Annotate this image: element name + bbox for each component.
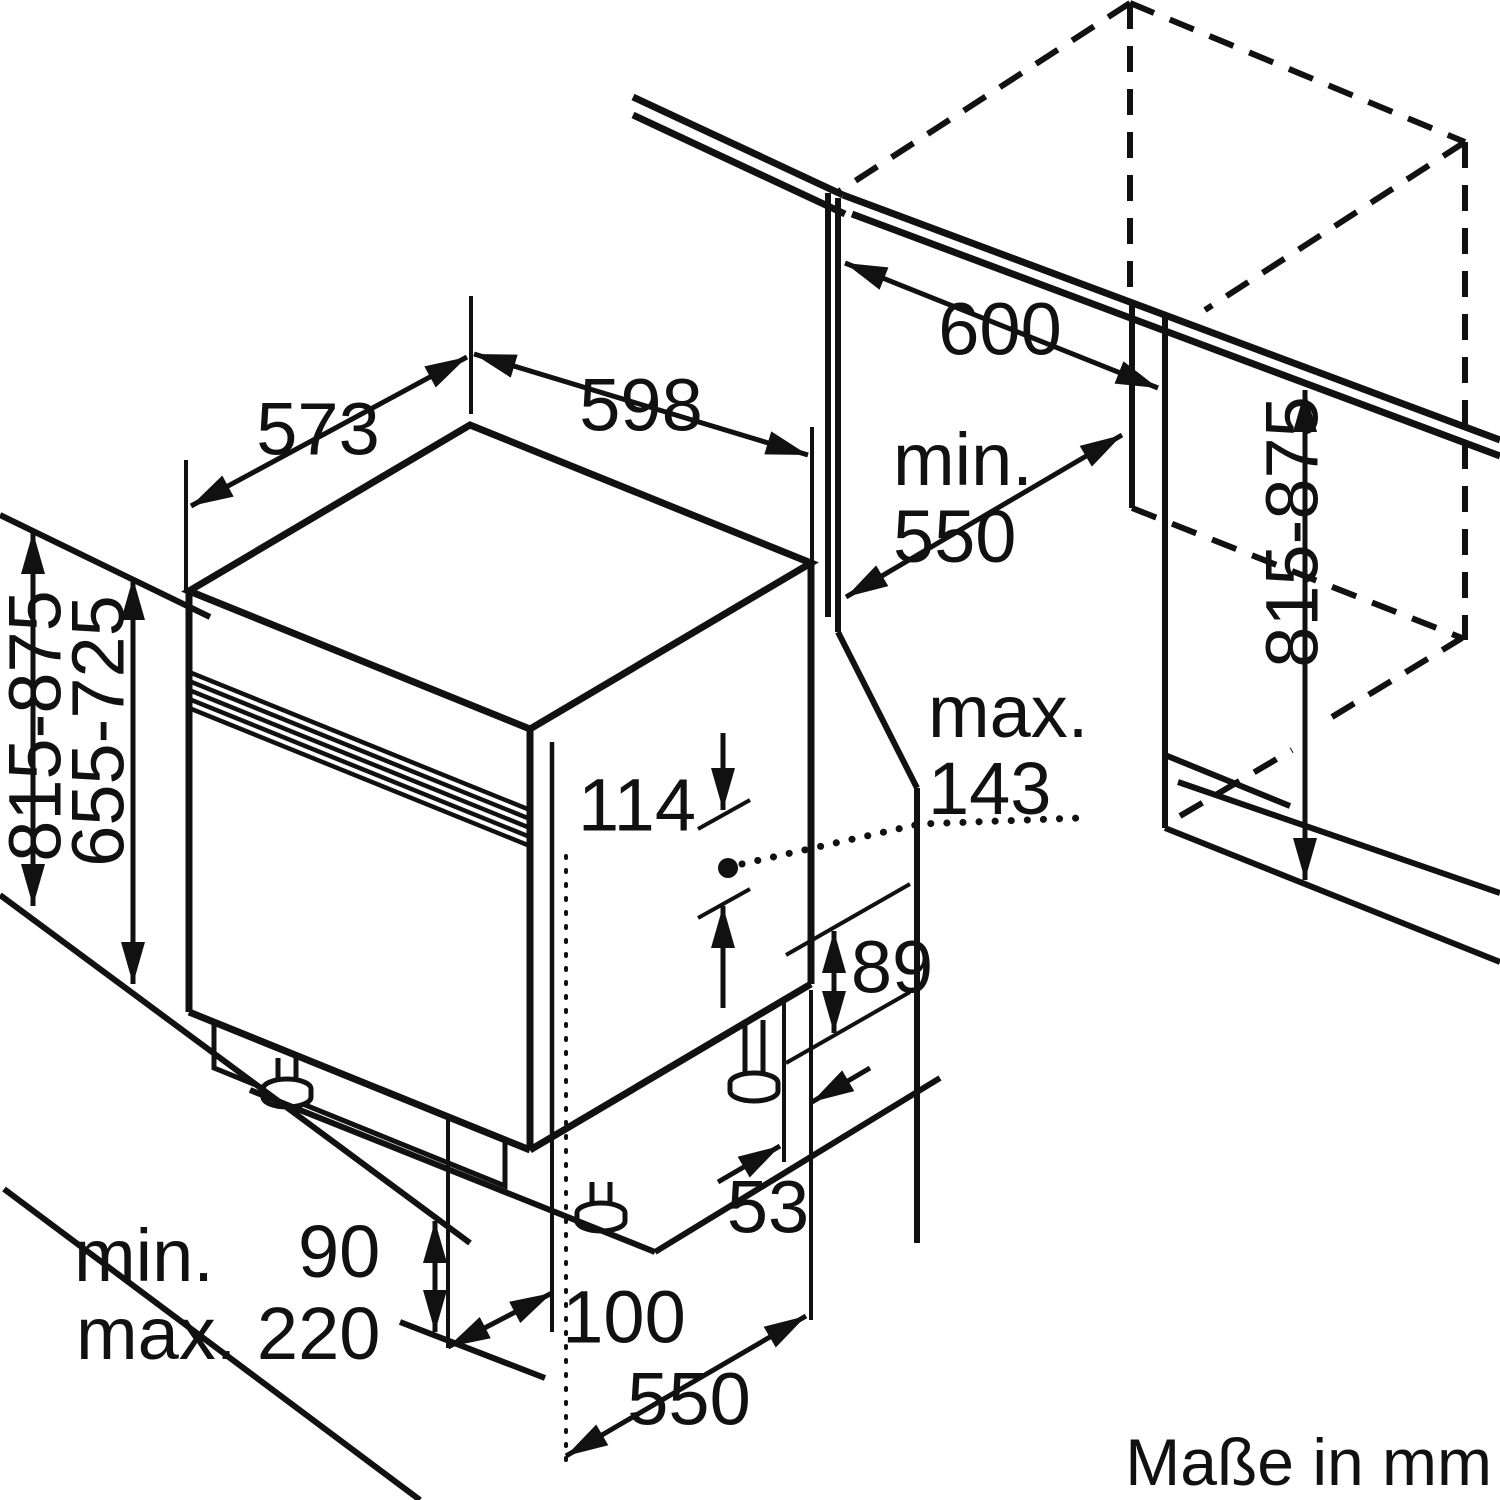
floor-line-right <box>1163 825 1500 965</box>
bottom-reference-left <box>0 892 472 1246</box>
right-cabinet-hidden-edge <box>1178 747 1294 819</box>
dotted-leader-line <box>738 814 1084 868</box>
control-panel-band <box>188 669 555 1134</box>
dim-label-counter-depth: 600 <box>938 287 1062 371</box>
niche-top-right-edge <box>1203 139 1467 313</box>
dim-label-top-width: 598 <box>579 363 703 447</box>
ext-89-lower <box>785 990 911 1065</box>
dim-label-plinth-max: max. 220 <box>76 1292 381 1375</box>
dim-550-body <box>564 1313 808 1459</box>
dim-label-niche-height: 815-875 <box>1250 396 1334 668</box>
panel-bottom-connector <box>835 630 920 790</box>
dim-label-door-offset: 100 <box>562 1275 686 1359</box>
dim-label-rear-gap: 53 <box>726 1165 810 1249</box>
dim-label-control-panel: 114 <box>578 763 696 847</box>
tick-114-lower <box>697 887 751 920</box>
dishwasher-top-face <box>181 421 819 733</box>
door-pivot-leader <box>718 814 1084 878</box>
plinth-reference-oblique <box>2 1186 422 1500</box>
side-bottom-edge <box>528 980 813 1154</box>
dim-label-side-overlap: 89 <box>850 925 934 1009</box>
right-cabinet-bottom-edge <box>1177 779 1500 896</box>
dim-label-body-depth: 550 <box>627 1357 751 1441</box>
door-protrusion-value: 143 <box>928 746 1052 830</box>
dim-598 <box>473 351 809 458</box>
counter-left-bottom-edge <box>631 111 847 218</box>
niche-top-left-edge <box>836 0 1132 195</box>
door-protrusion-word: max. <box>928 670 1089 753</box>
dimension-lines <box>21 260 1317 1459</box>
counter-right-bottom-edge <box>850 210 1500 460</box>
dim-label-door-protrusion: max. 143 <box>928 670 1089 830</box>
extension-lines <box>184 296 911 1348</box>
dim-600 <box>844 260 1159 391</box>
tick-114-upper <box>697 798 751 831</box>
niche-top-back-edge <box>1128 0 1467 145</box>
counter-right-top-edge <box>841 191 1500 444</box>
dim-label-plinth-min-word: min. <box>74 1214 214 1297</box>
niche-floor-front-edge <box>1163 752 1292 809</box>
niche-side-panel <box>825 193 920 1243</box>
ext-89-upper <box>785 882 911 957</box>
plinth-reference-lower <box>398 1319 547 1381</box>
niche-depth-word: min. <box>893 418 1033 501</box>
dim-100 <box>446 1290 554 1350</box>
dim-53-right-arrow <box>810 1065 872 1105</box>
dim-min550-niche <box>844 432 1124 600</box>
floor-front-edge <box>248 1087 657 1255</box>
dim-label-plinth-min-value: 90 <box>298 1210 381 1293</box>
dim-53-left-arrow <box>716 1143 782 1185</box>
foot-side-right <box>727 1020 781 1104</box>
floor-right-edge <box>653 1075 942 1255</box>
dim-573 <box>189 354 469 509</box>
counter-left-top-edge <box>631 93 845 199</box>
niche-depth-value: 550 <box>893 494 1017 578</box>
units-caption: Maße in mm <box>1125 1425 1492 1499</box>
dim-label-top-depth: 573 <box>256 387 380 471</box>
kitchen-counter <box>631 93 1500 460</box>
niche-floor-right-edge <box>1330 635 1464 720</box>
dishwasher-body <box>181 421 819 1154</box>
dim-label-niche-depth: min. 550 <box>893 418 1033 578</box>
dim-label-door-height: 655-725 <box>56 595 140 867</box>
pivot-dot <box>718 858 738 878</box>
